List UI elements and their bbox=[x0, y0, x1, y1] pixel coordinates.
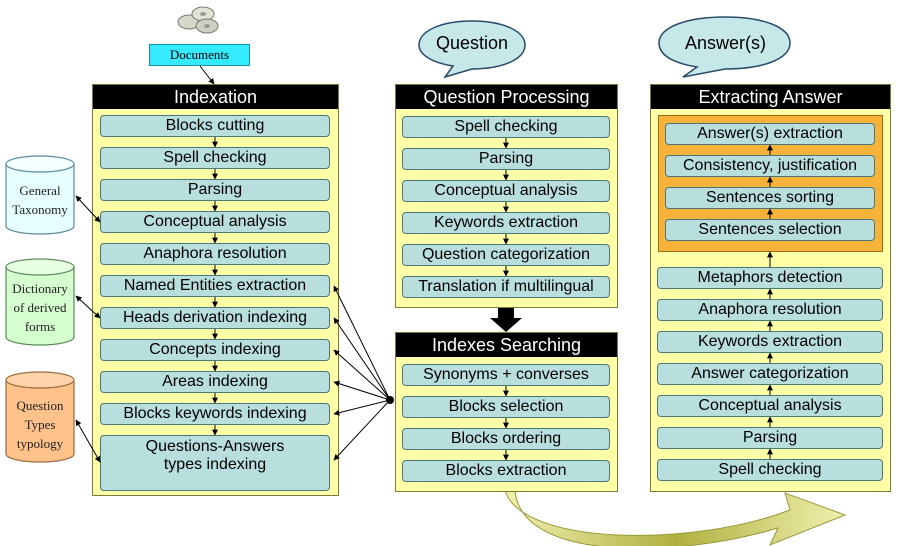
answers-bubble-text: Answer(s) bbox=[684, 33, 766, 53]
question-typology-database-icon bbox=[5, 371, 75, 463]
search-to-index-arrow bbox=[333, 399, 391, 461]
extracting-answer-step-answer-s-extraction: Answer(s) extraction bbox=[665, 123, 875, 145]
indexation-step-anaphora-resolution: Anaphora resolution bbox=[100, 243, 330, 265]
extracting-answer-step-conceptual-analysis: Conceptual analysis bbox=[657, 395, 883, 417]
taxonomy-link-arrow bbox=[75, 195, 101, 223]
indexation-step-concepts-indexing: Concepts indexing bbox=[100, 339, 330, 361]
indexes-searching-step-synonyms-converses: Synonyms + converses bbox=[402, 364, 610, 386]
indexes-searching-title: Indexes Searching bbox=[396, 333, 617, 357]
question-processing-step-spell-checking: Spell checking bbox=[402, 116, 610, 138]
question-bubble-text: Question bbox=[435, 33, 509, 53]
extracting-answer-step-answer-categorization: Answer categorization bbox=[657, 363, 883, 385]
typology-link-arrow bbox=[75, 419, 101, 463]
question-bubble bbox=[418, 20, 526, 79]
extracting-answer-step-keywords-extraction: Keywords extraction bbox=[657, 331, 883, 353]
question-processing-title: Question Processing bbox=[396, 85, 617, 109]
extracting-answer-step-metaphors-detection: Metaphors detection bbox=[657, 267, 883, 289]
question-typology-label: Question Types typology bbox=[16, 398, 64, 451]
indexation-title: Indexation bbox=[93, 85, 338, 109]
search-to-index-arrow bbox=[333, 399, 391, 416]
question-processing-step-translation-if-multilingual: Translation if multilingual bbox=[402, 276, 610, 298]
extracting-answer-step-sentences-selection: Sentences selection bbox=[665, 219, 875, 241]
question-processing-step-keywords-extraction: Keywords extraction bbox=[402, 212, 610, 234]
indexation-step-areas-indexing: Areas indexing bbox=[100, 371, 330, 393]
general-taxonomy-label: General Taxonomy bbox=[12, 183, 68, 217]
documents-label: Documents bbox=[149, 44, 250, 66]
indexation-step-named-entities-extraction: Named Entities extraction bbox=[100, 275, 330, 297]
documents-icon bbox=[177, 6, 219, 34]
extracting-answer-step-sentences-sorting: Sentences sorting bbox=[665, 187, 875, 209]
search-to-index-arrow bbox=[333, 349, 391, 401]
dictionary-link-arrow bbox=[75, 295, 101, 319]
general-taxonomy-database-icon bbox=[5, 155, 75, 235]
extracting-answer-step-consistency-justification: Consistency, justification bbox=[665, 155, 875, 177]
search-to-index-arrow bbox=[333, 380, 391, 401]
dictionary-database-icon bbox=[5, 258, 75, 346]
search-to-index-arrow bbox=[333, 317, 391, 401]
documents-to-indexation-arrow bbox=[199, 65, 215, 85]
question-processing-step-question-categorization: Question categorization bbox=[402, 244, 610, 266]
dictionary-label: Dictionary of derived forms bbox=[12, 281, 68, 334]
question-to-search-block-arrow bbox=[490, 308, 522, 332]
indexation-step-blocks-cutting: Blocks cutting bbox=[100, 115, 330, 137]
extracting-answer-title: Extracting Answer bbox=[651, 85, 890, 109]
arrow-hub bbox=[386, 396, 394, 404]
extracting-answer-step-spell-checking: Spell checking bbox=[657, 459, 883, 481]
indexation-step-heads-derivation-indexing: Heads derivation indexing bbox=[100, 307, 330, 329]
indexation-step-blocks-keywords-indexing: Blocks keywords indexing bbox=[100, 403, 330, 425]
search-to-index-arrow bbox=[333, 285, 391, 401]
answers-bubble bbox=[658, 16, 791, 78]
